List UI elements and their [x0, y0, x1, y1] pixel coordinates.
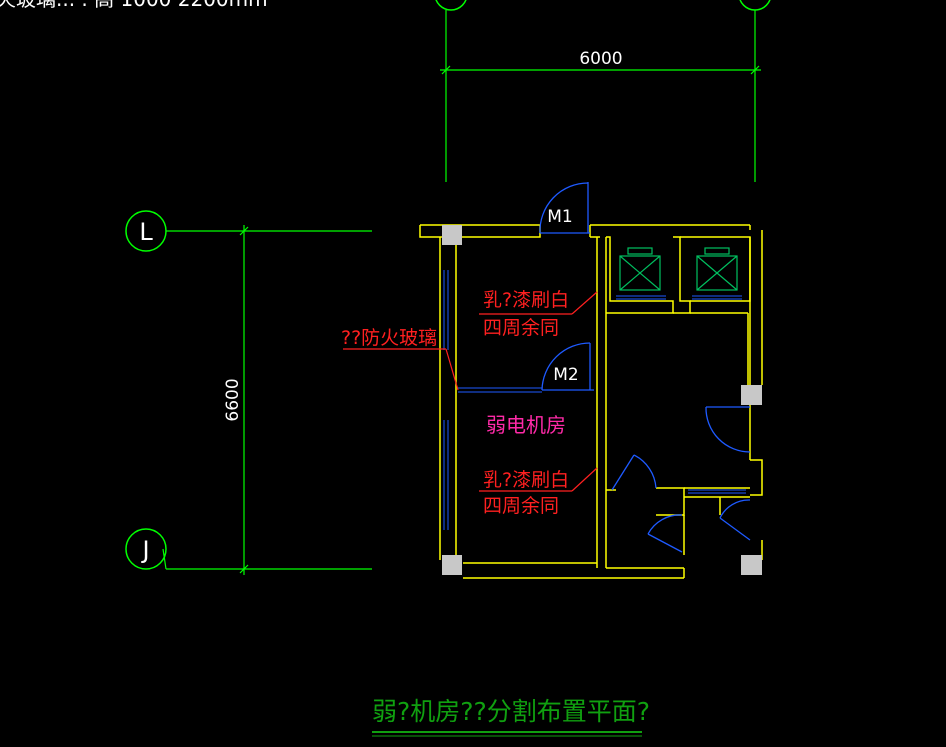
fire-glass-note: ??防火玻璃 — [341, 327, 437, 349]
column — [442, 225, 462, 245]
column — [741, 385, 762, 405]
paint-note-1-line1: 乳?漆刷白 — [483, 289, 569, 311]
glass-partition — [443, 270, 746, 530]
top-note: 火玻璃... . 高 1000 2200mm — [0, 0, 268, 11]
leader-lines — [343, 291, 598, 492]
drawing-title: 弱?机房??分割布置平面? — [372, 697, 650, 726]
columns — [442, 225, 762, 575]
door-right-upper — [705, 406, 751, 453]
axis-bubble-L: L — [125, 210, 167, 252]
paint-note-1-line2: 四周余同 — [483, 317, 559, 339]
paint-note-2-line1: 乳?漆刷白 — [483, 469, 569, 491]
door-lower-left — [611, 454, 657, 491]
equipment-cabinet-left — [619, 247, 661, 291]
paint-note-2-line2: 四周余同 — [483, 495, 559, 517]
horizontal-dimension — [440, 10, 761, 182]
vertical-dimension-value: 6600 — [223, 378, 243, 421]
door-lower-right — [719, 499, 751, 541]
vertical-dimension — [162, 225, 372, 575]
axis-bubble-top-left — [435, 0, 467, 11]
door-label-m1: M1 — [547, 207, 572, 227]
door-lower-mid — [647, 514, 683, 553]
door-label-m2: M2 — [553, 365, 578, 385]
walls — [419, 224, 763, 579]
axis-label-J: J — [140, 536, 149, 564]
axis-bubble-J: J — [125, 528, 167, 570]
column — [442, 555, 462, 575]
room-label: 弱电机房 — [486, 413, 566, 437]
horizontal-dimension-value: 6000 — [579, 49, 622, 69]
door-m1 — [539, 182, 590, 234]
column — [741, 555, 762, 575]
axis-label-L: L — [139, 218, 153, 246]
equipment-cabinet-right — [696, 247, 738, 291]
door-m2 — [541, 342, 594, 391]
axis-bubble-top-right — [739, 0, 771, 11]
